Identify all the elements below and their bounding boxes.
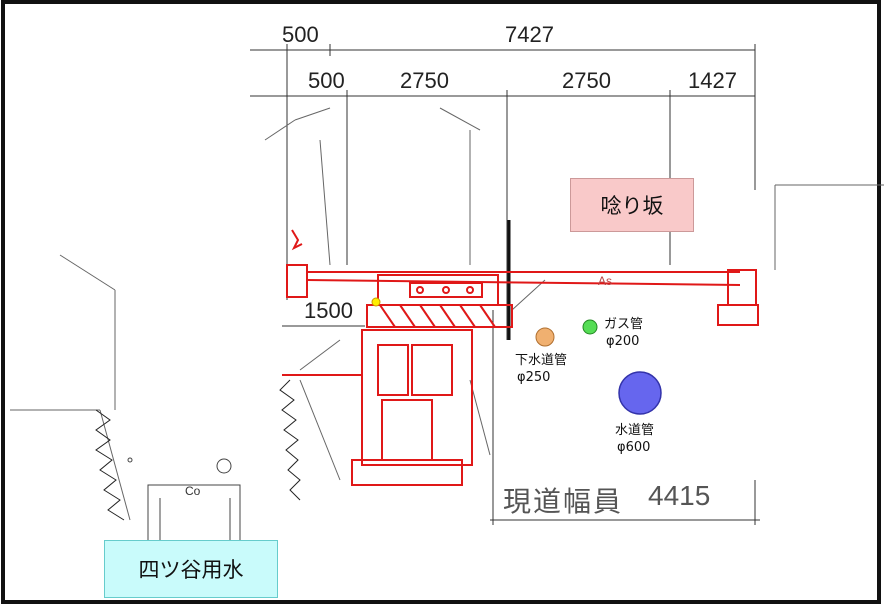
canal-channel xyxy=(127,457,241,546)
sewer-pipe-name: 下水道管 xyxy=(515,353,568,368)
gas-pipe-name: ガス管 xyxy=(604,317,644,332)
road-width-value: 4415 xyxy=(648,480,711,511)
ground-lines xyxy=(10,107,884,521)
water-pipe-name: 水道管 xyxy=(615,423,655,438)
road-width-label: 現道幅員 xyxy=(503,485,624,518)
gas-pipe-size: φ200 xyxy=(606,334,640,349)
dim-sub-2: 2750 xyxy=(400,68,449,93)
water-pipe-size: φ600 xyxy=(617,440,651,455)
concrete-mark: Co xyxy=(185,484,201,498)
water-pipe-marker xyxy=(618,371,662,415)
retaining-wall-left xyxy=(95,379,301,521)
dim-top-left: 500 xyxy=(282,22,319,47)
dim-top-total: 7427 xyxy=(505,22,554,47)
dim-side: 1500 xyxy=(304,298,353,323)
dimension-lines xyxy=(250,44,760,525)
sewer-pipe-marker xyxy=(535,327,555,347)
dim-sub-4: 1427 xyxy=(688,68,737,93)
gas-pipe-marker xyxy=(582,319,598,335)
asphalt-mark: As xyxy=(598,274,613,288)
road-name-label: 唸り坂 xyxy=(570,178,694,232)
bridge-structure xyxy=(282,229,759,486)
dim-sub-3: 2750 xyxy=(562,68,611,93)
dim-sub-1: 500 xyxy=(308,68,345,93)
sewer-pipe-size: φ250 xyxy=(517,370,551,385)
canal-name-label: 四ツ谷用水 xyxy=(104,540,278,598)
survey-point xyxy=(371,297,381,307)
